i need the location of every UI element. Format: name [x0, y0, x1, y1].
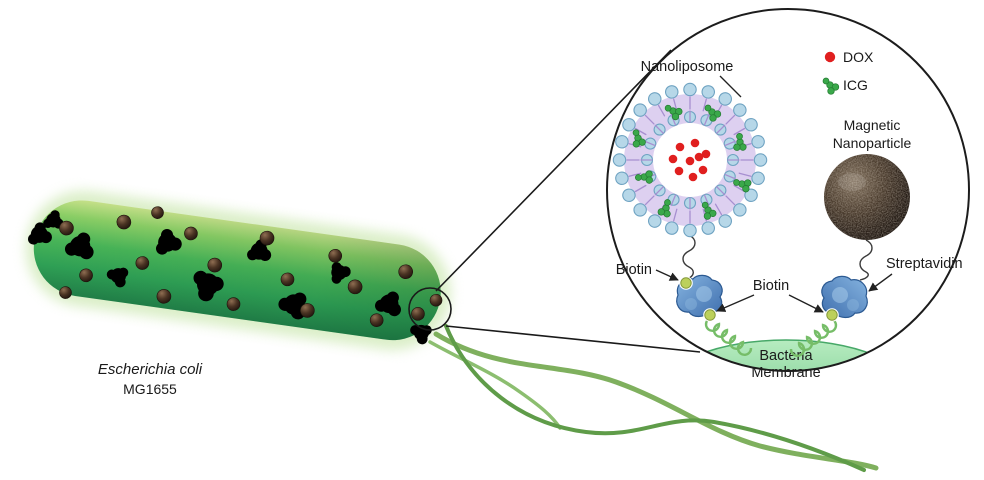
nanoliposome [612, 82, 768, 238]
nanoliposome-pointer-line [719, 75, 742, 98]
streptavidin-left [676, 274, 723, 322]
biotin-center-label: Biotin [753, 278, 789, 294]
membrane-label-line1: Bacteria [759, 348, 813, 364]
biotin-center-arrow-right [788, 294, 824, 313]
biotin-left-arrow [655, 269, 679, 281]
organism-strain: MG1655 [123, 381, 177, 397]
inset-legend: DOX ICG [822, 49, 874, 95]
magnifier-cone-upper [435, 49, 672, 292]
magnetic-nanoparticle-label-line2: Nanoparticle [833, 135, 912, 151]
tether-liposome-squiggle [682, 234, 696, 280]
magnetic-nanoparticle-sphere [824, 154, 910, 240]
organism-name: Escherichia coli [98, 361, 203, 378]
flagella [428, 324, 879, 472]
dox-legend-label: DOX [843, 49, 874, 65]
dox-legend-dot [824, 51, 836, 63]
biotin-dot-left-bottom [704, 309, 716, 321]
bacterium-shading [33, 200, 441, 341]
membrane-label-line2: Membrane [751, 365, 820, 381]
linker-spring-left [704, 316, 753, 357]
nanoliposome-label: Nanoliposome [641, 59, 734, 75]
biotin-dot-left-top [680, 277, 692, 289]
tether-nanoparticle-squiggle [859, 239, 873, 281]
magnifier-source-circle [408, 287, 452, 331]
magnetic-nanoparticle-label-line1: Magnetic [844, 117, 901, 133]
biotin-left-label: Biotin [616, 262, 652, 278]
surface-nanoparticle-dots [59, 206, 443, 327]
icg-legend-label: ICG [843, 77, 868, 93]
streptavidin-label: Streptavidin [886, 256, 963, 272]
streptavidin-arrow [868, 273, 893, 292]
linker-spring-right [789, 317, 838, 358]
biotin-dot-right-bottom [826, 309, 838, 321]
dox-payload-dots [668, 138, 711, 182]
streptavidin-right [821, 275, 868, 322]
inset-circle-outline [606, 8, 970, 372]
ecoli-bacterium [25, 190, 451, 351]
magnifier-cone-lower [445, 325, 701, 353]
biotin-center-arrow-left [716, 294, 755, 312]
